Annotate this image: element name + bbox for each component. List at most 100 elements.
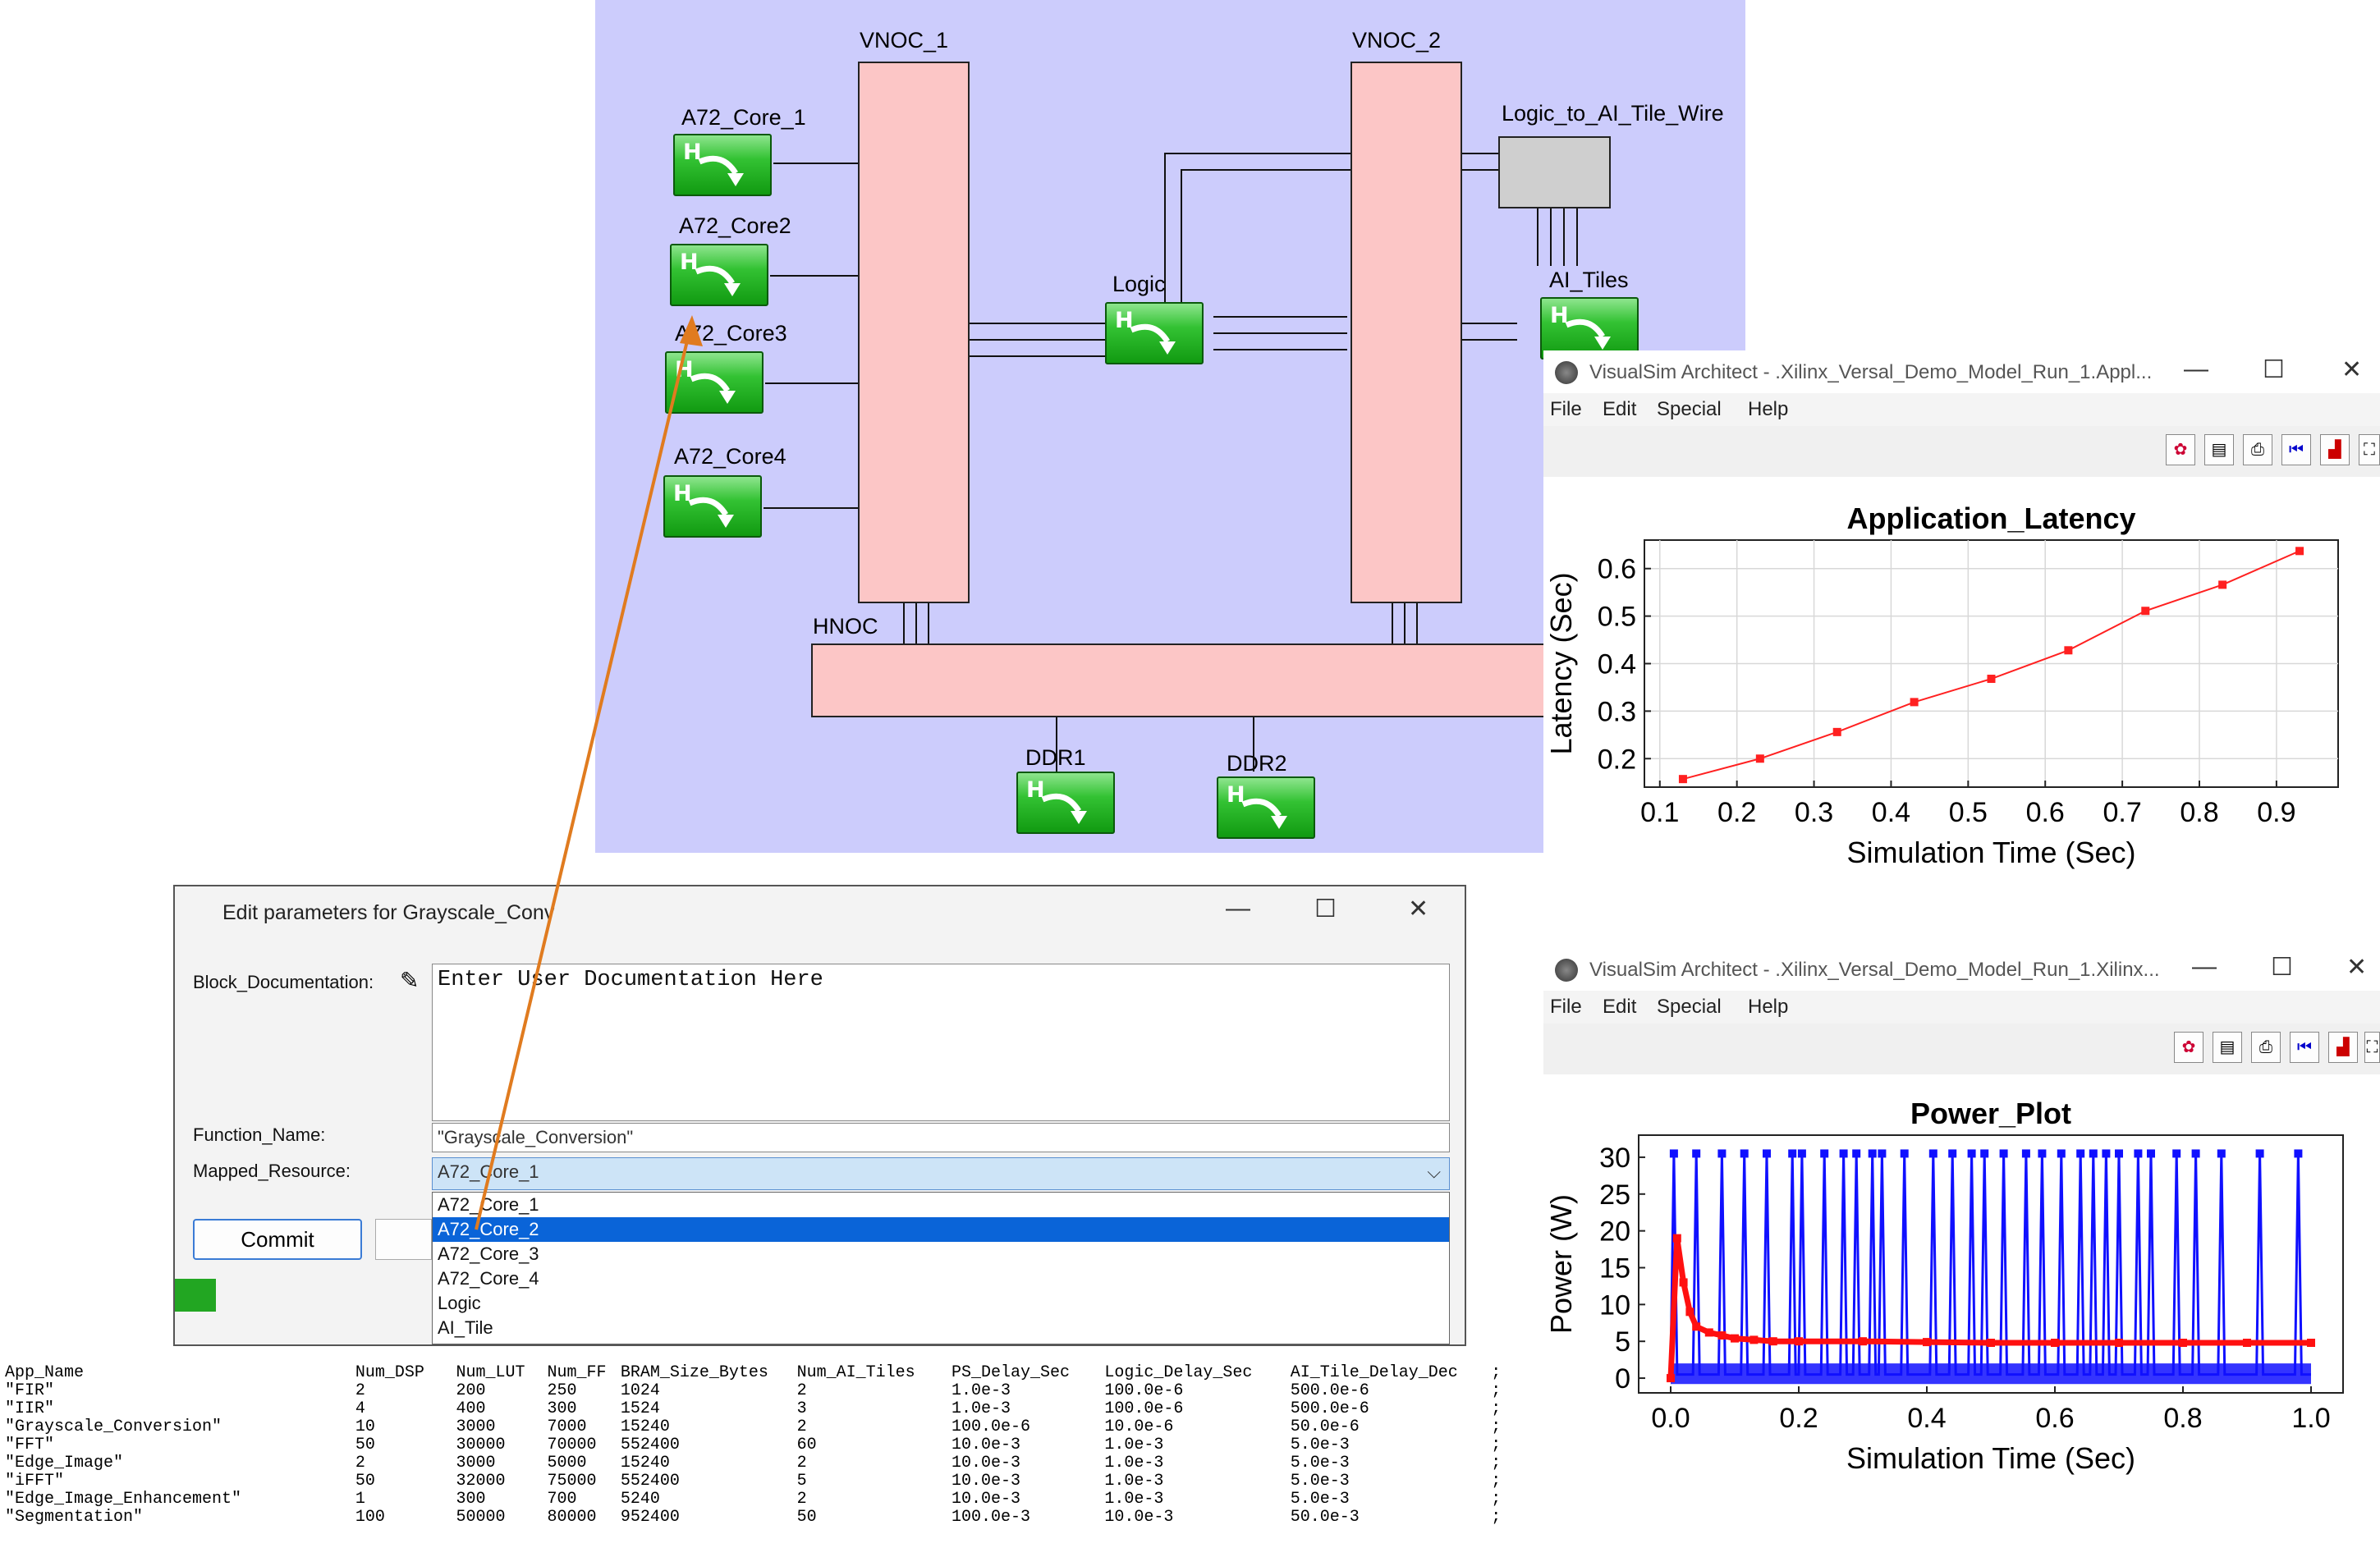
power-blue-peak-point (1878, 1149, 1887, 1158)
vnoc-2-block[interactable] (1351, 62, 1462, 603)
core-3-block[interactable]: H (665, 351, 764, 414)
menu-help[interactable]: Help (1748, 996, 1789, 1018)
menu-file[interactable]: File (1550, 398, 1582, 420)
power-toolbar: ✿ ▤ ⎙ ⏮ ▟ ⛶ (1543, 1024, 2380, 1074)
print-icon[interactable]: ⎙ (2243, 434, 2272, 465)
power-window[interactable]: VisualSim Architect - .Xilinx_Versal_Dem… (1543, 948, 2380, 1544)
color-icon[interactable]: ✿ (2174, 1032, 2203, 1063)
close-button[interactable]: ✕ (2346, 954, 2368, 981)
x-tick-label: 0.4 (1872, 797, 1910, 828)
chevron-down-icon[interactable]: ⌵ (1427, 1161, 1441, 1182)
power-blue-peak-point (1669, 1149, 1678, 1158)
power-red-point (1704, 1328, 1713, 1337)
wire-block[interactable] (1498, 136, 1611, 208)
save-icon[interactable]: ▤ (2204, 434, 2234, 465)
wire-core4-vnoc1 (764, 507, 858, 509)
x-axis-label: Simulation Time (Sec) (1846, 1441, 2135, 1475)
print-icon[interactable]: ⎙ (2251, 1032, 2281, 1063)
option-ai-tile[interactable]: AI_Tile (438, 1317, 493, 1338)
reset-icon[interactable]: ⏮ (2281, 434, 2311, 465)
fill-icon[interactable]: ▟ (2320, 434, 2350, 465)
option-logic[interactable]: Logic (438, 1293, 481, 1313)
logic-block[interactable]: H (1105, 302, 1204, 364)
wire-vnoc2-wireblock-1 (1462, 153, 1498, 154)
option-a72-core-2[interactable]: A72_Core_2 (433, 1217, 1449, 1242)
close-button[interactable]: ✕ (1408, 895, 1429, 923)
mapped-resource-dropdown[interactable]: A72_Core_1 A72_Core_2 A72_Core_3 A72_Cor… (432, 1192, 1450, 1344)
app-icon (1555, 361, 1578, 384)
table-cell: 2 (355, 1454, 365, 1472)
table-cell: 32000 (456, 1472, 506, 1491)
power-titlebar[interactable]: VisualSim Architect - .Xilinx_Versal_Dem… (1543, 948, 2380, 991)
ddr2-block[interactable]: H (1217, 776, 1315, 839)
table-cell: 952400 (620, 1508, 680, 1527)
power-red-point (1987, 1338, 1995, 1347)
core-1-block[interactable]: H (673, 134, 772, 196)
menu-file[interactable]: File (1550, 996, 1582, 1018)
power-red-point (1731, 1334, 1739, 1343)
option-a72-core-4[interactable]: A72_Core_4 (438, 1268, 539, 1289)
table-cell: 1.0e-3 (951, 1381, 1011, 1400)
dialog-titlebar[interactable]: Edit parameters for Grayscale_Conv — ☐ ✕ (175, 886, 1465, 936)
option-a72-core-3[interactable]: A72_Core_3 (438, 1243, 539, 1264)
maximize-button[interactable]: ☐ (2263, 356, 2285, 383)
maximize-button[interactable]: ☐ (1314, 895, 1337, 923)
ddr1-block[interactable]: H (1016, 772, 1115, 834)
menu-special[interactable]: Special (1657, 996, 1722, 1018)
minimize-button[interactable]: — (2184, 355, 2208, 382)
table-cell: 2 (796, 1454, 807, 1472)
block-doc-textarea[interactable]: Enter User Documentation Here (432, 964, 1450, 1121)
x-tick-label: 0.7 (2103, 797, 2141, 828)
latency-titlebar[interactable]: VisualSim Architect - .Xilinx_Versal_Dem… (1543, 350, 2380, 393)
latency-point (1678, 775, 1687, 784)
table-cell: BRAM_Size_Bytes (620, 1363, 768, 1382)
edit-parameters-dialog[interactable]: Edit parameters for Grayscale_Conv — ☐ ✕… (173, 885, 1466, 1346)
latency-window[interactable]: VisualSim Architect - .Xilinx_Versal_Dem… (1543, 350, 2380, 946)
vnoc-1-block[interactable] (858, 62, 970, 603)
function-name-text: "Grayscale_Conversion" (438, 1127, 634, 1147)
function-name-label: Function_Name: (193, 1124, 326, 1145)
power-blue-peak-point (2021, 1149, 2030, 1158)
y-tick-label: 25 (1599, 1179, 1630, 1211)
power-blue-peak-point (2191, 1149, 2200, 1158)
menu-special[interactable]: Special (1657, 398, 1722, 420)
minimize-button[interactable]: — (1226, 895, 1250, 922)
commit-button[interactable]: Commit (193, 1219, 362, 1260)
zoom-icon[interactable]: ⛶ (2359, 434, 2380, 465)
table-cell: 60 (796, 1436, 817, 1454)
color-icon[interactable]: ✿ (2166, 434, 2195, 465)
maximize-button[interactable]: ☐ (2271, 954, 2293, 981)
menu-help[interactable]: Help (1748, 398, 1789, 420)
x-tick-label: 0.8 (2163, 1403, 2202, 1434)
power-blue-peak-point (2038, 1149, 2047, 1158)
fill-icon[interactable]: ▟ (2328, 1032, 2358, 1063)
edit-doc-icon[interactable]: ✎ (400, 968, 420, 993)
minimize-button[interactable]: — (2192, 953, 2217, 980)
wire-logic-top-2 (1181, 169, 1351, 171)
core-4-block[interactable]: H (663, 475, 762, 538)
secondary-button[interactable] (375, 1219, 432, 1260)
function-name-input[interactable]: "Grayscale_Conversion" (432, 1123, 1450, 1152)
power-red-point (1749, 1335, 1759, 1344)
table-cell: 50 (355, 1472, 375, 1491)
power-blue-peak-point (1852, 1149, 1861, 1158)
option-a72-core-1[interactable]: A72_Core_1 (438, 1194, 539, 1215)
wire-vnoc1-logic-3 (970, 355, 1105, 357)
table-cell: 1.0e-3 (1104, 1490, 1164, 1509)
reset-icon[interactable]: ⏮ (2290, 1032, 2319, 1063)
power-blue-peak-point (1763, 1149, 1771, 1158)
menu-edit[interactable]: Edit (1603, 398, 1637, 420)
arrow-icon (1565, 318, 1611, 350)
y-tick-label: 10 (1599, 1289, 1630, 1321)
zoom-icon[interactable]: ⛶ (2364, 1032, 2380, 1063)
table-cell: Num_DSP (355, 1363, 424, 1382)
y-tick-label: 15 (1599, 1253, 1630, 1284)
core-2-block[interactable]: H (670, 244, 768, 306)
ai-tiles-block[interactable]: H (1540, 297, 1639, 360)
save-icon[interactable]: ▤ (2213, 1032, 2242, 1063)
mapped-resource-select[interactable]: A72_Core_1 ⌵ (432, 1157, 1450, 1190)
close-button[interactable]: ✕ (2341, 356, 2363, 383)
menu-edit[interactable]: Edit (1603, 996, 1637, 1018)
